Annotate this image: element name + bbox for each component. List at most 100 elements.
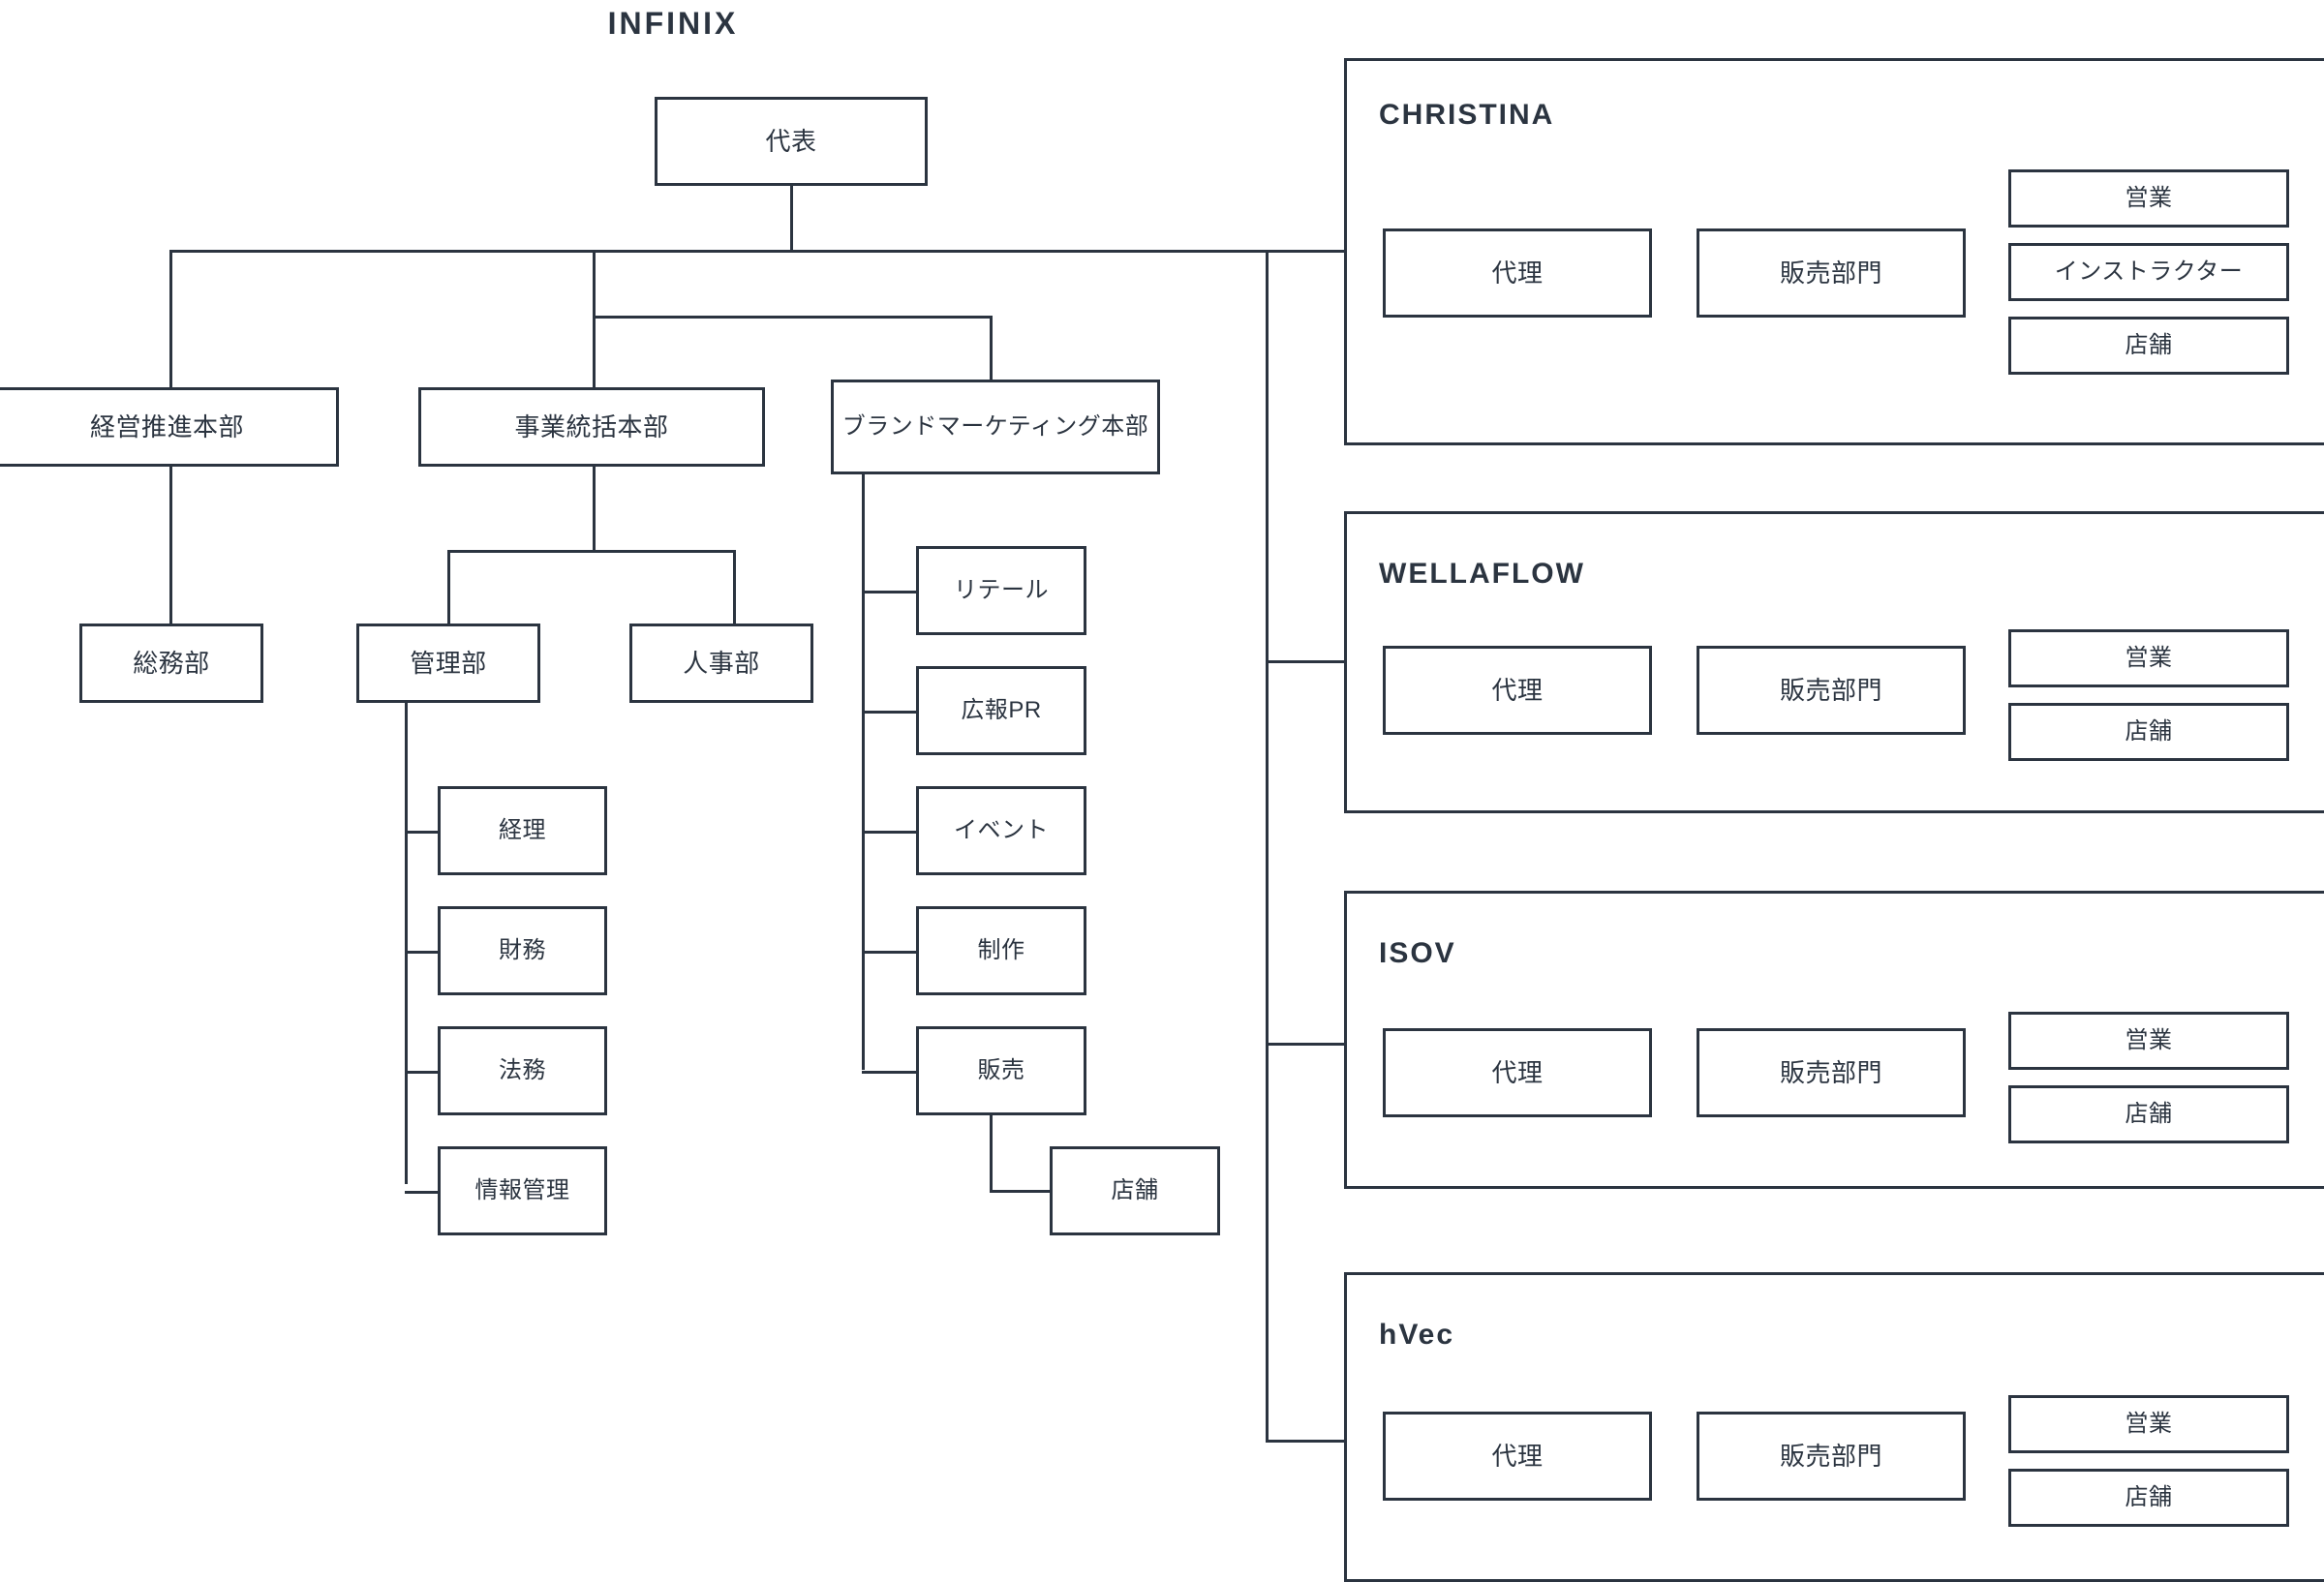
node-houmu: 法務 — [438, 1026, 607, 1115]
node-division-keiei: 経営推進本部 — [0, 387, 339, 467]
node-zaimu-label: 財務 — [499, 937, 546, 963]
node-hvec-leaf-1-label: 営業 — [2125, 1411, 2173, 1437]
node-division-keiei-label: 経営推進本部 — [89, 411, 244, 441]
node-christina-level2: 販売部門 — [1697, 228, 1966, 318]
node-hvec-leaf-1: 営業 — [2008, 1395, 2289, 1453]
connector-right-spine — [1266, 250, 1269, 1443]
connector-root-stem — [790, 186, 793, 252]
panel-title-christina: CHRISTINA — [1379, 99, 1555, 131]
node-soumu-label: 総務部 — [133, 648, 210, 678]
node-wellaflow-leaf-2: 店舗 — [2008, 703, 2289, 761]
node-jouhou-kanri: 情報管理 — [438, 1146, 607, 1235]
node-christina-leaf-2: インストラクター — [2008, 243, 2289, 301]
node-christina-leaf-3-label: 店舗 — [2125, 332, 2173, 358]
node-root: 代表 — [655, 97, 928, 186]
node-hvec-leaf-2: 店舗 — [2008, 1469, 2289, 1527]
node-hvec-level1-label: 代理 — [1491, 1441, 1544, 1471]
connector-hanbai-down — [990, 1115, 993, 1193]
connector-keiei-down — [169, 467, 172, 624]
connector-to-keiei — [169, 250, 172, 388]
node-jinji-label: 人事部 — [683, 648, 760, 678]
node-zaimu: 財務 — [438, 906, 607, 995]
connector-branding-tick-4 — [862, 951, 918, 954]
chart-title: INFINIX — [607, 6, 739, 41]
connector-spine-to-christina — [1266, 250, 1347, 253]
node-kanri: 管理部 — [356, 624, 540, 703]
connector-hanbai-to-tenpo — [990, 1190, 1052, 1193]
connector-spine-to-hvec — [1266, 1440, 1347, 1443]
connector-jigyo-to-kanri — [447, 550, 450, 624]
connector-to-branding — [990, 316, 993, 388]
node-isov-level1-label: 代理 — [1491, 1057, 1544, 1087]
connector-jigyo-down — [593, 467, 596, 552]
node-christina-leaf-2-label: インストラクター — [2054, 259, 2244, 285]
node-wellaflow-leaf-1: 営業 — [2008, 629, 2289, 687]
node-tenpo-branding-label: 店舗 — [1111, 1177, 1159, 1203]
node-retail: リテール — [916, 546, 1086, 635]
node-hvec-leaf-2-label: 店舗 — [2125, 1484, 2173, 1510]
node-seisaku-label: 制作 — [977, 937, 1025, 963]
connector-branding-spine — [862, 474, 865, 1070]
node-christina-level1: 代理 — [1383, 228, 1652, 318]
node-christina-level1-label: 代理 — [1491, 258, 1544, 288]
node-event-label: イベント — [954, 817, 1049, 843]
node-tenpo-branding: 店舗 — [1050, 1146, 1220, 1235]
node-division-jigyo-label: 事業統括本部 — [514, 411, 669, 441]
node-hvec-level1: 代理 — [1383, 1412, 1652, 1501]
connector-jigyo-bus — [447, 550, 736, 553]
node-isov-level1: 代理 — [1383, 1028, 1652, 1117]
node-kanri-label: 管理部 — [410, 648, 487, 678]
node-hanbai: 販売 — [916, 1026, 1086, 1115]
panel-title-isov: ISOV — [1379, 937, 1456, 969]
connector-bus-drop-mid — [593, 250, 596, 318]
node-wellaflow-level1: 代理 — [1383, 646, 1652, 735]
node-hvec-level2: 販売部門 — [1697, 1412, 1966, 1501]
connector-kanri-tick-3 — [405, 1071, 440, 1074]
node-isov-leaf-2: 店舗 — [2008, 1085, 2289, 1143]
node-christina-level2-label: 販売部門 — [1779, 258, 1882, 288]
node-seisaku: 制作 — [916, 906, 1086, 995]
node-division-branding: ブランドマーケティング本部 — [831, 380, 1160, 474]
connector-kanri-tick-2 — [405, 951, 440, 954]
node-isov-leaf-1: 営業 — [2008, 1012, 2289, 1070]
node-wellaflow-level2: 販売部門 — [1697, 646, 1966, 735]
connector-spine-to-wellaflow — [1266, 660, 1347, 663]
node-keiri: 経理 — [438, 786, 607, 875]
node-christina-leaf-1-label: 営業 — [2125, 185, 2173, 211]
node-retail-label: リテール — [954, 577, 1049, 603]
node-wellaflow-level1-label: 代理 — [1491, 675, 1544, 705]
node-wellaflow-leaf-1-label: 営業 — [2125, 645, 2173, 671]
node-isov-leaf-2-label: 店舗 — [2125, 1101, 2173, 1127]
connector-branding-tick-3 — [862, 831, 918, 834]
node-christina-leaf-3: 店舗 — [2008, 317, 2289, 375]
connector-main-bus — [169, 250, 1269, 253]
node-pr: 広報PR — [916, 666, 1086, 755]
connector-kanri-spine — [405, 703, 408, 1184]
node-isov-level2-label: 販売部門 — [1779, 1057, 1882, 1087]
node-christina-leaf-1: 営業 — [2008, 169, 2289, 228]
node-soumu: 総務部 — [79, 624, 263, 703]
node-jouhou-kanri-label: 情報管理 — [474, 1177, 570, 1203]
connector-branding-tick-5 — [862, 1071, 918, 1074]
node-wellaflow-leaf-2-label: 店舗 — [2125, 718, 2173, 745]
connector-branding-tick-1 — [862, 591, 918, 593]
node-division-branding-label: ブランドマーケティング本部 — [841, 412, 1149, 440]
node-division-jigyo: 事業統括本部 — [418, 387, 765, 467]
node-hvec-level2-label: 販売部門 — [1779, 1441, 1882, 1471]
connector-spine-to-isov — [1266, 1043, 1347, 1046]
connector-to-jigyo — [593, 316, 596, 388]
node-pr-label: 広報PR — [961, 697, 1042, 723]
node-root-label: 代表 — [765, 126, 817, 156]
connector-branding-tick-2 — [862, 711, 918, 714]
panel-title-hvec: hVec — [1379, 1319, 1455, 1351]
node-isov-level2: 販売部門 — [1697, 1028, 1966, 1117]
node-wellaflow-level2-label: 販売部門 — [1779, 675, 1882, 705]
connector-jigyo-to-jinji — [733, 550, 736, 624]
node-event: イベント — [916, 786, 1086, 875]
node-isov-leaf-1-label: 営業 — [2125, 1027, 2173, 1053]
node-houmu-label: 法務 — [499, 1057, 546, 1083]
connector-sub-bus-mid — [593, 316, 992, 319]
panel-title-wellaflow: WELLAFLOW — [1379, 558, 1585, 590]
node-jinji: 人事部 — [629, 624, 813, 703]
